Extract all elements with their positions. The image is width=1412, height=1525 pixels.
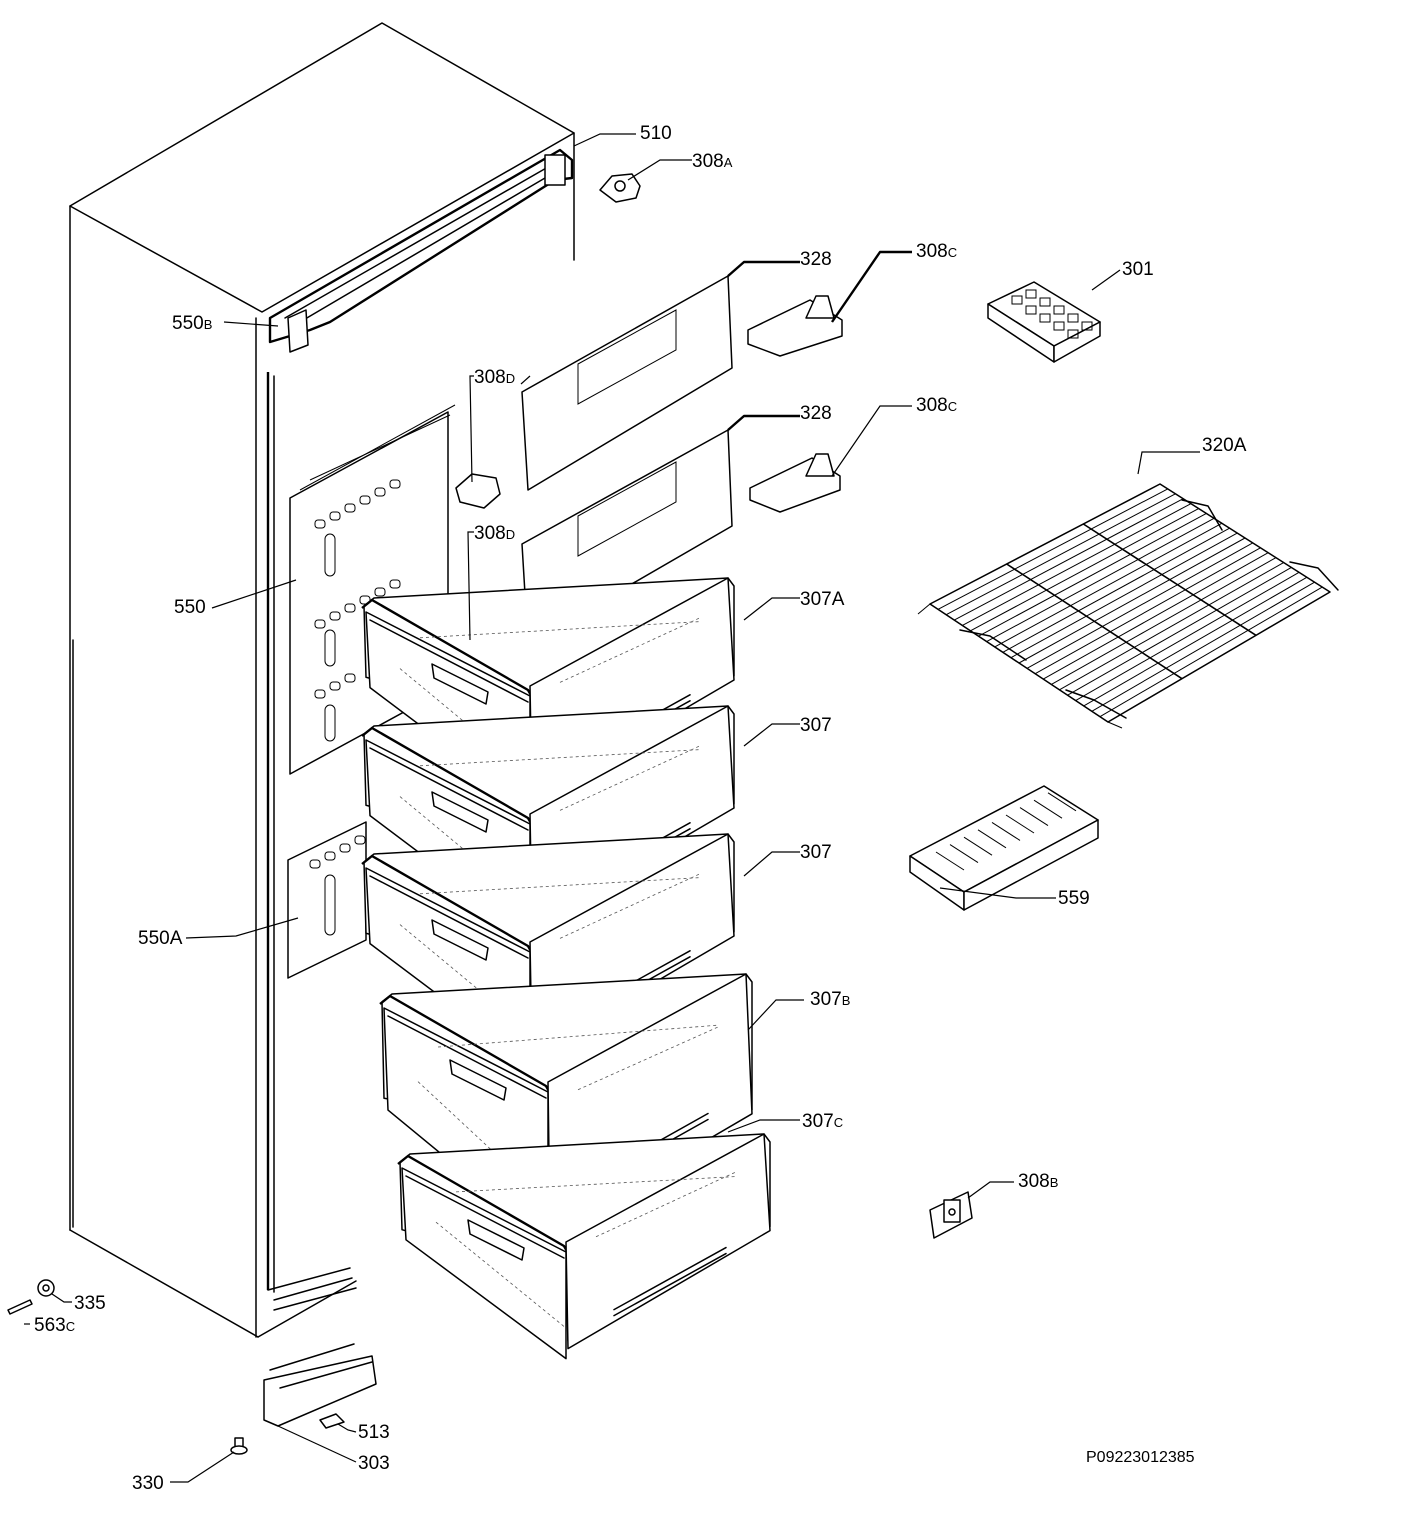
top-hinge-cover-510: [268, 148, 574, 353]
label-510: 510: [640, 124, 672, 143]
label-number: 307: [802, 1111, 834, 1132]
label-550: 550: [174, 598, 206, 617]
label-number: 307: [800, 842, 832, 863]
label-303: 303: [358, 1454, 390, 1473]
label-number: 320A: [1202, 435, 1247, 456]
label-number: 308: [1018, 1171, 1050, 1192]
label-301: 301: [1122, 260, 1154, 279]
bottom-hinge-308b: [929, 1191, 973, 1239]
label-328-upper: 328: [800, 250, 832, 269]
label-550b: 550B: [172, 314, 212, 333]
label-number: 330: [132, 1473, 164, 1494]
wire-shelf-320a: [917, 483, 1339, 729]
label-number: 303: [358, 1453, 390, 1474]
label-308a: 308A: [692, 152, 732, 171]
label-number: 307A: [800, 589, 845, 610]
label-307-first: 307: [800, 716, 832, 735]
label-number: 308: [474, 523, 506, 544]
flap-hinge-308c-lower: [749, 453, 841, 513]
hinge-308a: [599, 173, 641, 203]
cabinet: [69, 22, 575, 1338]
label-suffix: C: [947, 245, 958, 260]
drip-grille-559: [909, 785, 1099, 911]
evaporator-panel-550a: [287, 821, 367, 979]
label-number: 563: [34, 1315, 66, 1336]
label-number: 550: [174, 597, 206, 618]
flap-328-upper: [521, 260, 800, 491]
label-number: 301: [1122, 259, 1154, 280]
label-335: 335: [74, 1294, 106, 1313]
label-suffix: C: [833, 1115, 844, 1130]
label-number: 328: [800, 249, 832, 270]
label-308b: 308B: [1018, 1172, 1058, 1191]
label-307a: 307A: [800, 590, 844, 609]
label-number: 307: [800, 715, 832, 736]
label-suffix: C: [947, 399, 958, 414]
pin-563c: [7, 1299, 33, 1315]
label-330: 330: [132, 1474, 164, 1493]
label-563c: 563C: [34, 1316, 75, 1335]
label-suffix: D: [505, 527, 516, 542]
label-suffix: B: [203, 317, 213, 332]
label-559: 559: [1058, 889, 1090, 908]
label-number: 328: [800, 403, 832, 424]
label-number: 308: [474, 367, 506, 388]
label-307-second: 307: [800, 843, 832, 862]
label-suffix: D: [505, 371, 516, 386]
label-suffix: B: [841, 993, 851, 1008]
label-number: 550A: [138, 928, 183, 949]
label-number: 308: [692, 151, 724, 172]
label-number: 307: [810, 989, 842, 1010]
label-308d-upper: 308D: [474, 368, 515, 387]
label-number: 513: [358, 1422, 390, 1443]
label-308c-lower: 308C: [916, 396, 957, 415]
label-number: 510: [640, 123, 672, 144]
label-328-lower: 328: [800, 404, 832, 423]
label-320a: 320A: [1202, 436, 1246, 455]
cap-335: [37, 1279, 55, 1297]
label-suffix: B: [1049, 1175, 1059, 1190]
label-550a: 550A: [138, 929, 182, 948]
label-number: 559: [1058, 888, 1090, 909]
label-513: 513: [358, 1423, 390, 1442]
label-308c-upper: 308C: [916, 242, 957, 261]
adjustable-foot-330: [230, 1437, 248, 1455]
label-number: 308: [916, 395, 948, 416]
clip-513: [319, 1413, 345, 1429]
label-number: 335: [74, 1293, 106, 1314]
drawer-307c: [397, 1133, 771, 1360]
flap-hinge-308c-upper: [747, 295, 843, 357]
ice-cube-tray-301: [987, 281, 1101, 363]
label-number: 550: [172, 313, 204, 334]
leader-lines: [24, 133, 1200, 1483]
label-suffix: A: [723, 155, 733, 170]
label-307c: 307C: [802, 1112, 843, 1131]
label-307b: 307B: [810, 990, 850, 1009]
flap-hinge-308d-upper: [455, 473, 501, 509]
document-number: P09223012385: [1086, 1449, 1195, 1466]
plinth-303: [263, 1343, 377, 1427]
label-number: 308: [916, 241, 948, 262]
label-suffix: C: [65, 1319, 76, 1334]
label-308d-lower: 308D: [474, 524, 515, 543]
